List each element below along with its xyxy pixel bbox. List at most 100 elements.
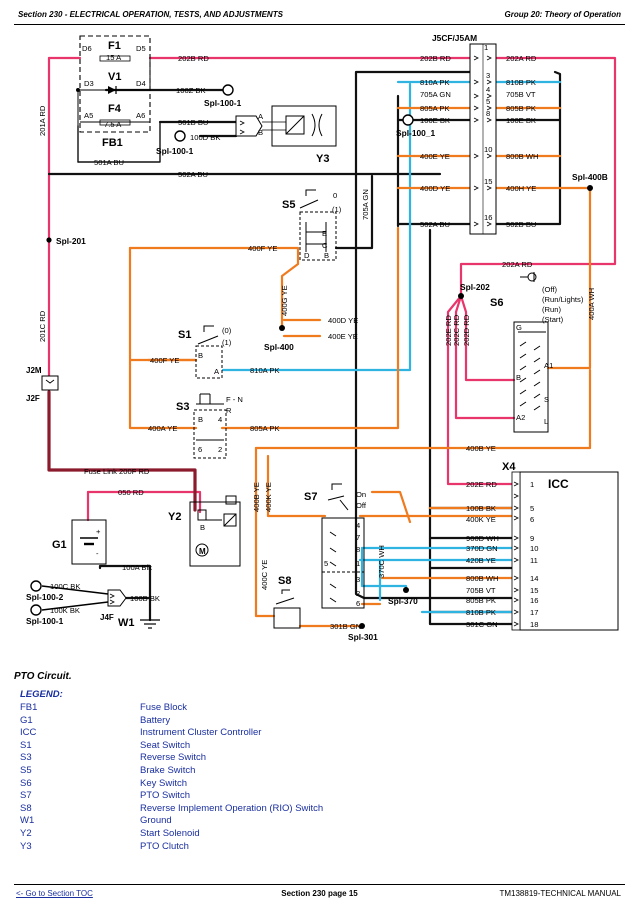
manual-id: TM138819-TECHNICAL MANUAL (499, 889, 621, 898)
reverse-switch-label: S3 (176, 401, 189, 413)
s6-pos-run: (Run) (542, 305, 561, 314)
label-201a: 201A RD (38, 105, 47, 136)
s6-pos-start: (Start) (542, 315, 564, 324)
label-202b-conn: 202B RD (420, 54, 451, 63)
splice-labels: Spl-201 Spl-100-1 Spl-100-1 Spl-100_1 Sp… (26, 98, 608, 642)
svg-text:16: 16 (530, 596, 538, 605)
rio-switch-label: S8 (278, 575, 291, 587)
j4f-label: J4F (100, 613, 114, 622)
label-400e-s1: 400E YE (328, 332, 358, 341)
page-number: Section 230 page 15 (281, 889, 358, 898)
label-100a: 100A Blk (122, 563, 152, 572)
label-301b: 301B GN (330, 622, 361, 631)
s6-pos-off: (Off) (542, 285, 558, 294)
y3-terminal-a: A (258, 112, 264, 121)
label-805a-s3: 805A PK (250, 424, 280, 433)
x4-label: X4 (502, 461, 516, 473)
ground-label: W1 (118, 617, 135, 629)
label-202b: 202B RD (178, 54, 209, 63)
s3-terminal-6: 6 (198, 445, 202, 454)
spl-100-1-label-a: Spl-100-1 (204, 98, 242, 108)
label-501b: 501B BU (178, 118, 208, 127)
s7-terminal-2: 2 (356, 589, 360, 598)
label-705a: 705A GN (420, 90, 451, 99)
svg-text:202E RD: 202E RD (466, 480, 497, 489)
connector-label: J5CF/J5AM (432, 33, 477, 43)
seat-switch-label: S1 (178, 329, 191, 341)
label-502a-right: 502A BU (420, 220, 450, 229)
svg-text:6: 6 (530, 515, 534, 524)
svg-text:9: 9 (530, 534, 534, 543)
s1-terminal-a: A (214, 367, 220, 376)
label-400h: 400H YE (506, 184, 536, 193)
s3-terminal-4: 4 (218, 415, 222, 424)
s3-pos-r: R (226, 406, 232, 415)
svg-text:805B PK: 805B PK (466, 596, 496, 605)
spl-100-2-label: Spl-100-2 (26, 592, 64, 602)
fuse-terminal-d6: D6 (82, 44, 92, 53)
label-202a: 202A RD (506, 54, 537, 63)
key-switch-s6 (513, 272, 549, 433)
svg-text:14: 14 (530, 574, 538, 583)
fuse-f1-label: F1 (108, 40, 121, 52)
label-201c: 201C RD (38, 310, 47, 342)
label-100e-right: 100E BK (506, 116, 536, 125)
label-400f-s5: 400F YE (248, 244, 277, 253)
svg-text:100B BK: 100B BK (466, 504, 496, 513)
brake-switch-s5 (299, 189, 337, 261)
s1-pos-0: (0) (222, 326, 232, 335)
s5-terminal-c: C (322, 241, 328, 250)
label-400a-s3: 400A YE (148, 424, 177, 433)
s6-terminal-l: L (544, 417, 548, 426)
svg-text:705B VT: 705B VT (466, 586, 496, 595)
ground-w1 (140, 619, 160, 629)
label-400d: 400D YE (420, 184, 450, 193)
label-100k: 100K BK (50, 606, 80, 615)
label-400d-s1: 400D YE (328, 316, 358, 325)
key-switch-label: S6 (490, 297, 503, 309)
header-rule (14, 24, 625, 25)
pin-15: 15 (484, 177, 492, 186)
label-705a-gn: 705A GN (361, 189, 370, 220)
pin-3: 3 (486, 71, 490, 80)
fuse-terminal-d4: D4 (136, 79, 146, 88)
svg-text:1: 1 (530, 480, 534, 489)
label-805b: 805B PK (506, 104, 536, 113)
s6-terminal-b: B (516, 373, 521, 382)
pto-clutch-label: Y3 (316, 153, 329, 165)
s7-terminal-1: 1 (356, 559, 360, 568)
go-to-section-toc-link[interactable]: <- Go to Section TOC (16, 889, 93, 898)
svg-text:5: 5 (530, 504, 534, 513)
svg-text:400K YE: 400K YE (466, 515, 496, 524)
s7-terminal-5: 5 (324, 559, 328, 568)
pin-1: 1 (484, 43, 488, 52)
svg-text:900D WH: 900D WH (466, 534, 499, 543)
s3-terminal-b: B (198, 415, 203, 424)
label-100e: 100E BK (420, 116, 450, 125)
legend-title: LEGEND: (20, 689, 63, 700)
j2f-label: J2F (26, 394, 40, 403)
svg-text:810B PK: 810B PK (466, 608, 496, 617)
label-810a: 810A PK (420, 78, 450, 87)
seat-switch-s1 (195, 325, 223, 379)
s7-pos-on: On (356, 490, 366, 499)
icc-label: ICC (548, 477, 569, 491)
fuse-link-wire (47, 390, 197, 512)
label-705b: 705B VT (506, 90, 536, 99)
rio-switch-s8 (273, 589, 301, 629)
s3-terminal-2: 2 (218, 445, 222, 454)
brake-switch-label: S5 (282, 199, 295, 211)
fuse-terminal-d5: D5 (136, 44, 146, 53)
label-800b: 800B WH (506, 152, 539, 161)
label-fuse-link: Fuse Link 200F RD (84, 467, 150, 476)
fuse-block-fb1 (76, 35, 151, 133)
fuse-f4-rating: 7.5 A (104, 120, 122, 129)
s7-terminal-3: 3 (356, 575, 360, 584)
